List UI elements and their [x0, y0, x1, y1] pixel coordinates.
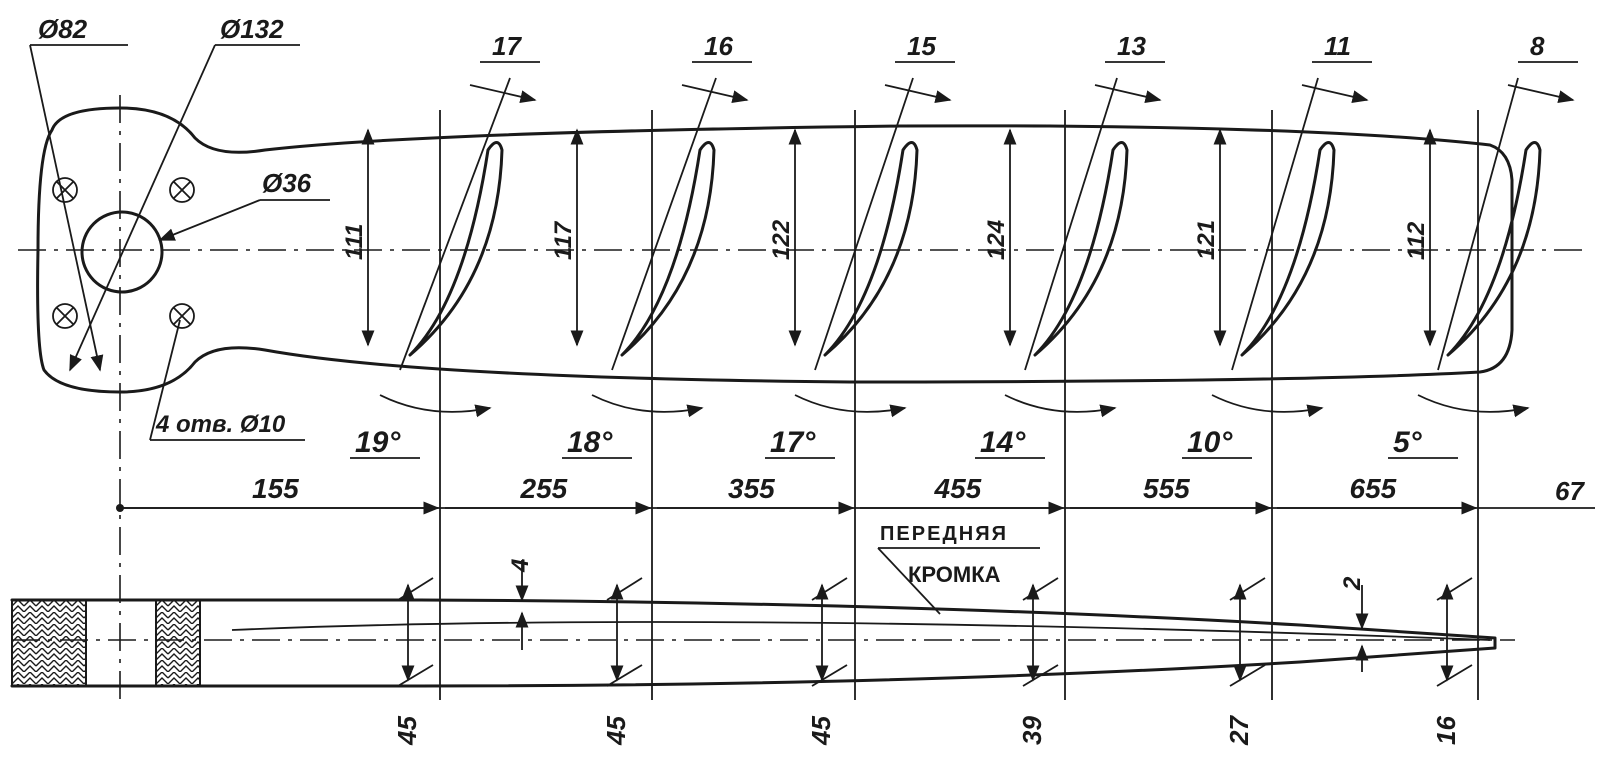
thickness-tick-top-3: [1022, 577, 1059, 601]
thickness-label-0: 45: [392, 716, 422, 746]
width-arrow-0: [469, 84, 537, 104]
bolt-holes: [52, 177, 195, 329]
section-chord-line-2: [814, 77, 914, 371]
hub-bore-circle: [80, 210, 164, 294]
side-dim-4: 4: [507, 559, 534, 573]
thickness-tick-bottom-4: [1229, 664, 1266, 687]
thickness-label-2: 45: [806, 716, 836, 746]
chord-label-0: 111: [341, 224, 368, 260]
hub-leaders: [29, 44, 330, 441]
leading-edge-line: [231, 621, 1491, 641]
station-label-1: 255: [520, 473, 568, 504]
holes-label: 4 отв. Ø10: [155, 411, 286, 438]
width-arrow-1: [681, 84, 749, 104]
width-arrow-5: [1507, 84, 1575, 104]
width-arrow-3: [1094, 84, 1162, 104]
angle-arc-3: [1004, 394, 1117, 418]
airfoil-section-2: [823, 141, 919, 357]
angle-arc-1: [591, 394, 704, 418]
angle-arc-2: [794, 394, 907, 418]
section-chord-line-4: [1231, 77, 1319, 371]
blade-sections: 111 17 19° 117 16 18° 122 15 17° 124 13 14° 121 11 10°…: [341, 31, 1578, 700]
chord-label-3: 124: [983, 220, 1010, 260]
thickness-tick-top-4: [1229, 577, 1266, 601]
section-chord-line-3: [1024, 77, 1118, 371]
angle-arc-4: [1211, 394, 1324, 418]
thickness-label-3: 39: [1017, 716, 1047, 745]
angle-label-5: 5°: [1393, 426, 1423, 459]
width-label-4: 11: [1324, 31, 1351, 61]
station-label-4: 555: [1143, 473, 1190, 504]
width-label-3: 13: [1117, 31, 1146, 61]
bore-36-label: Ø36: [262, 168, 312, 198]
angle-label-1: 18°: [567, 426, 613, 459]
hub-hatch-right: [155, 599, 201, 687]
side-view: 4 2 ПЕРЕДНЯЯ КРОМКА 45 45 45 39 27 16: [10, 523, 1515, 746]
thickness-tick-top-0: [397, 577, 434, 601]
side-dim-2: 2: [1339, 576, 1366, 591]
thickness-tick-bottom-3: [1022, 664, 1059, 687]
chord-label-2: 122: [768, 219, 795, 260]
airfoil-section-4: [1240, 141, 1336, 357]
thickness-tick-top-1: [606, 577, 643, 601]
thickness-tick-bottom-1: [606, 664, 643, 687]
angle-label-3: 14°: [980, 426, 1026, 459]
side-outline: [10, 598, 1497, 688]
section-chord-line-1: [611, 77, 717, 371]
station-label-0: 155: [252, 473, 299, 504]
plan-view: Ø82 Ø132 Ø36 4 отв. Ø10 111 17 19° 117 16 18°…: [18, 14, 1585, 700]
hub-hatch-left: [11, 599, 87, 687]
chord-label-5: 112: [1403, 221, 1430, 260]
thickness-tick-top-5: [1436, 577, 1473, 601]
thickness-tick-bottom-5: [1436, 664, 1473, 687]
width-label-0: 17: [492, 31, 522, 61]
angle-label-4: 10°: [1187, 426, 1233, 459]
bolt-circle-132-label: Ø132: [220, 14, 284, 44]
station-label-5: 655: [1350, 473, 1397, 504]
section-chord-line-0: [399, 77, 511, 371]
angle-label-2: 17°: [770, 426, 816, 459]
station-label-3: 455: [934, 473, 982, 504]
angle-label-0: 19°: [355, 426, 401, 459]
width-label-2: 15: [907, 31, 936, 61]
station-label-2: 355: [728, 473, 775, 504]
station-dimensions: 155 255 355 455 555 655 67: [116, 473, 1595, 515]
airfoil-section-0: [408, 141, 504, 357]
thickness-label-5: 16: [1431, 716, 1461, 745]
thickness-tick-top-2: [811, 577, 848, 601]
width-arrow-2: [884, 84, 952, 104]
thickness-tick-bottom-2: [811, 664, 848, 687]
width-label-5: 8: [1530, 31, 1545, 61]
angle-arc-0: [379, 394, 492, 418]
width-arrow-4: [1301, 84, 1369, 104]
leading-edge-label-1: ПЕРЕДНЯЯ: [880, 523, 1006, 545]
thickness-label-4: 27: [1224, 715, 1254, 746]
leading-edge-label-2: КРОМКА: [908, 562, 1001, 587]
hub-diameter-82-label: Ø82: [38, 14, 88, 44]
thickness-tick-bottom-0: [397, 664, 434, 687]
airfoil-section-5: [1446, 141, 1542, 357]
chord-label-1: 117: [550, 220, 577, 260]
width-label-1: 16: [704, 31, 733, 61]
airfoil-section-1: [620, 141, 716, 357]
airfoil-section-3: [1033, 141, 1129, 357]
thickness-label-1: 45: [601, 716, 631, 746]
angle-arc-5: [1417, 394, 1530, 418]
tip-station-label: 67: [1555, 476, 1585, 506]
blade-outline: [36, 106, 1514, 394]
section-chord-line-5: [1437, 77, 1519, 371]
chord-label-4: 121: [1193, 220, 1220, 260]
